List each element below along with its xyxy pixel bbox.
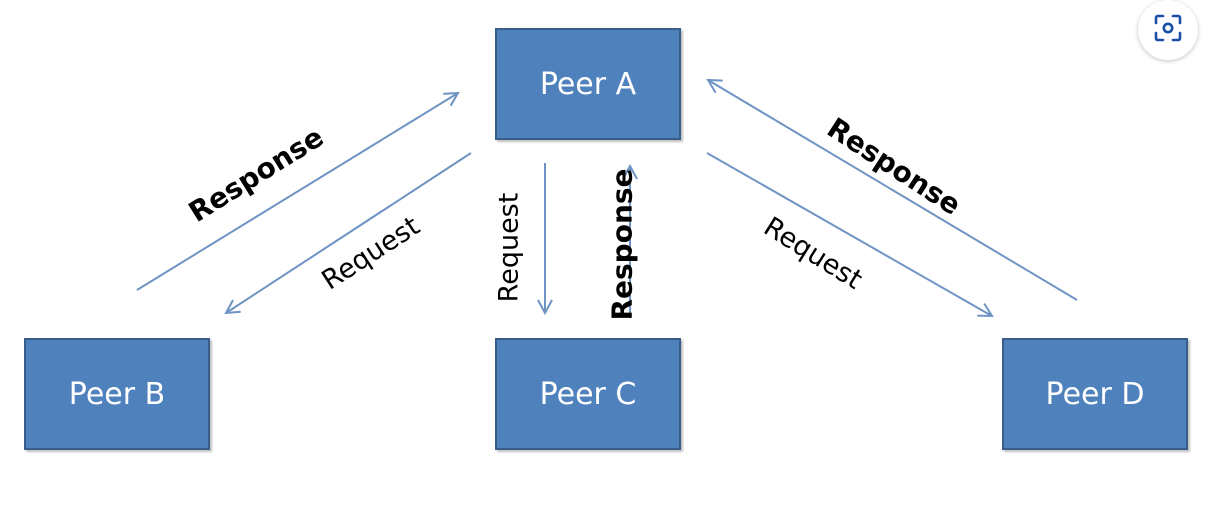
- visual-search-button[interactable]: [1138, 0, 1198, 60]
- arrow-response-b-to-a: [136, 93, 458, 291]
- peer-d-box: Peer D: [1002, 338, 1188, 450]
- arrow-response-d-to-a: [708, 80, 1078, 301]
- peer-a-label: Peer A: [539, 66, 637, 102]
- peer-d-label: Peer D: [1045, 376, 1145, 412]
- label-request-a-c: Request: [493, 192, 525, 303]
- arrow-request-a-to-d: [706, 152, 992, 316]
- peer-a-box: Peer A: [495, 28, 681, 140]
- label-response-c-a: Response: [605, 168, 639, 321]
- peer-b-label: Peer B: [68, 376, 166, 412]
- arrow-request-a-to-b: [226, 152, 472, 313]
- peer-c-label: Peer C: [539, 376, 637, 412]
- visual-search-icon: [1153, 13, 1183, 48]
- peer-c-box: Peer C: [495, 338, 681, 450]
- peer-b-box: Peer B: [24, 338, 210, 450]
